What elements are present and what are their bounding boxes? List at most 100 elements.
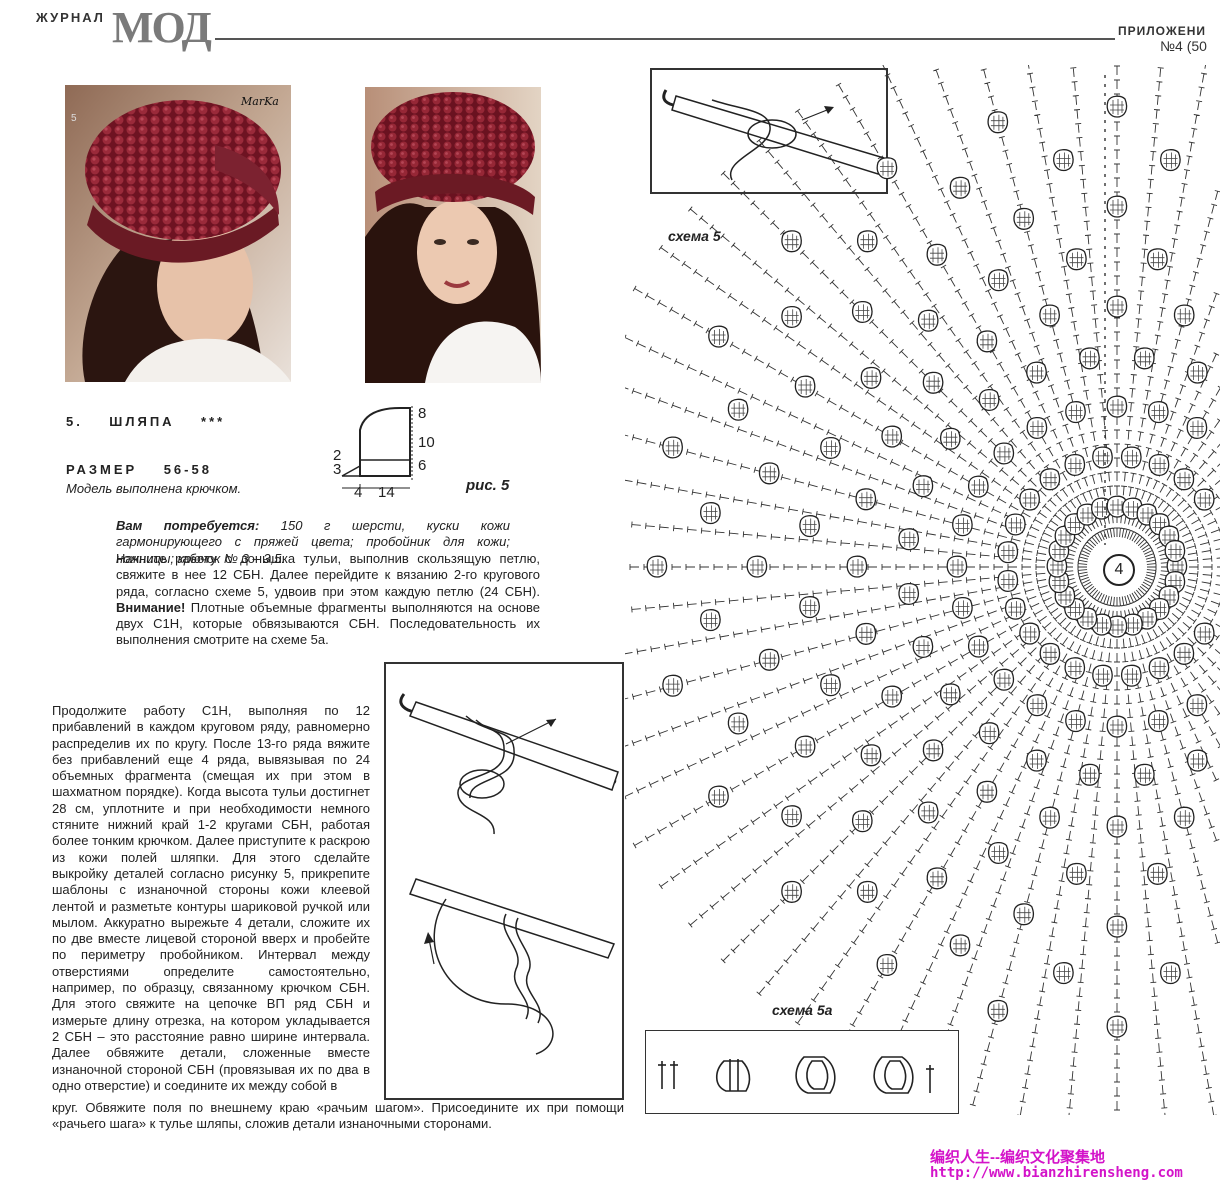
- puff-stitch: [922, 371, 944, 394]
- puff-stitch: [1064, 454, 1086, 477]
- puff-stitch: [727, 398, 749, 421]
- puff-stitch: [988, 842, 1009, 865]
- puff-stitch: [857, 230, 878, 253]
- puff-stitch: [912, 475, 934, 498]
- puff-stitch: [700, 609, 721, 632]
- puff-stitch: [997, 541, 1019, 564]
- puff-stitch: [917, 309, 939, 332]
- puff-stitch: [708, 785, 729, 808]
- hat-photo-side: 5 MarKa: [65, 85, 291, 382]
- puff-stitch: [1005, 597, 1026, 620]
- project-subtitle: Модель выполнена крючком.: [66, 481, 242, 496]
- puff-stitch: [1186, 694, 1208, 717]
- puff-stitch: [968, 635, 989, 658]
- puff-stitch: [1148, 710, 1169, 733]
- puff-stitch: [794, 735, 816, 758]
- materials-text: Вам потребуется: 150 г шерсти, куски кож…: [116, 518, 510, 567]
- puff-stitch: [1065, 710, 1086, 733]
- puff-stitch: [993, 668, 1015, 691]
- puff-stitch: [946, 555, 968, 578]
- puff-stitch: [1019, 488, 1040, 511]
- puff-stitch: [1092, 664, 1113, 687]
- dim-bottom: 6: [418, 457, 427, 474]
- pattern-figure: [341, 406, 413, 492]
- chart-spoke: [625, 576, 1089, 747]
- para1-start: Начните работу с донышка тульи, выполнив…: [116, 551, 540, 599]
- puff-stitch: [1106, 195, 1128, 218]
- puff-stitch: [898, 583, 920, 606]
- puff-stitch: [1053, 149, 1074, 172]
- issue-number: №4 (50: [1160, 38, 1207, 54]
- puff-stitch: [1065, 401, 1086, 424]
- puff-stitch: [662, 436, 683, 459]
- puff-stitch: [846, 555, 868, 578]
- puff-stitch: [799, 596, 820, 619]
- puff-stitch: [708, 325, 729, 348]
- puff-stitch: [1187, 749, 1208, 772]
- puff-stitch: [1193, 488, 1215, 511]
- photo-watermark: MarKa: [241, 95, 279, 108]
- puff-stitch: [1106, 295, 1128, 318]
- puff-stitch: [881, 685, 903, 708]
- puff-stitch: [952, 514, 973, 537]
- instructions-paragraph-2-end: круг. Обвяжите поля по внешнему краю «ра…: [52, 1100, 624, 1132]
- puff-stitch: [1079, 763, 1100, 786]
- puff-stitch: [820, 437, 841, 460]
- chart-spoke: [720, 587, 1097, 964]
- puff-stitch: [1106, 1015, 1128, 1038]
- puff-stitch: [799, 515, 820, 538]
- puff-stitch: [1013, 903, 1035, 926]
- size-label: РАЗМЕР: [66, 462, 138, 477]
- puff-stitch: [1106, 395, 1128, 418]
- puff-stitch: [1066, 862, 1087, 885]
- puff-stitch: [978, 722, 1000, 745]
- puff-stitch: [1160, 962, 1181, 985]
- chart-spoke: [1117, 67, 1164, 538]
- puff-stitch: [820, 674, 841, 697]
- chart-spoke: [720, 170, 1097, 547]
- chart-spoke: [625, 479, 1088, 564]
- dim-left-a: 2: [333, 447, 342, 464]
- para1-end: Плотные объемные фрагменты выполняются н…: [116, 599, 540, 648]
- attention-label: Внимание!: [116, 599, 186, 615]
- puff-stitch: [1026, 417, 1048, 440]
- puff-stitch: [1148, 454, 1170, 477]
- puff-stitch: [1026, 749, 1047, 772]
- chart-spoke: [631, 567, 1088, 613]
- puff-stitch: [922, 739, 944, 762]
- puff-stitch: [1019, 622, 1040, 645]
- puff-stitch: [646, 555, 668, 578]
- puff-stitch: [1173, 468, 1195, 491]
- puff-stitch: [1122, 613, 1143, 636]
- puff-stitch: [898, 528, 920, 551]
- puff-stitch: [852, 810, 873, 833]
- chart-spoke: [625, 574, 1089, 700]
- puff-stitch: [976, 780, 998, 803]
- puff-stitch: [952, 597, 973, 620]
- project-number: 5.: [66, 414, 83, 429]
- puff-stitch: [781, 880, 802, 903]
- puff-stitch: [1147, 248, 1168, 271]
- puff-stitch: [1091, 497, 1112, 520]
- puff-stitch: [1121, 664, 1142, 687]
- photo-number: 5: [71, 113, 77, 124]
- puff-stitch: [1005, 513, 1026, 536]
- site-watermark-url: http://www.bianzhirensheng.com: [930, 1165, 1183, 1181]
- puff-stitch: [1039, 806, 1060, 829]
- chart-spoke: [625, 579, 1090, 800]
- chart-spoke: [625, 570, 1088, 655]
- puff-stitch: [881, 425, 903, 448]
- dim-left-b: 3: [333, 461, 342, 478]
- puff-stitch: [1026, 361, 1047, 384]
- magazine-prefix: ЖУРНАЛ: [36, 10, 105, 25]
- puff-stitch: [781, 306, 802, 329]
- puff-stitch: [1039, 468, 1061, 491]
- puff-stitch: [794, 375, 816, 398]
- chart-spoke: [1070, 67, 1117, 538]
- puff-stitch: [852, 301, 873, 324]
- project-title: 5. ШЛЯПА ***: [66, 414, 225, 429]
- puff-stitch: [1121, 446, 1142, 469]
- chart-center-marker: 4: [1103, 554, 1135, 586]
- puff-stitch: [781, 805, 802, 828]
- materials-list: 150 г шерсти, куски кожи гармонирующего …: [116, 518, 510, 566]
